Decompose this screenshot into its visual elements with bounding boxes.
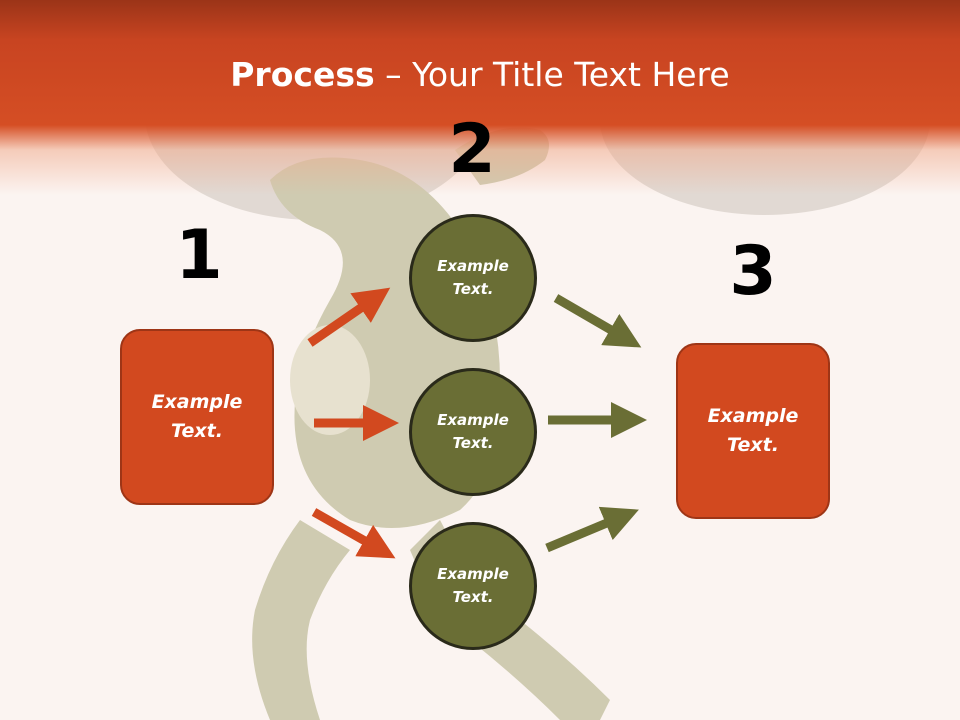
step-number-1: 1 <box>175 216 223 295</box>
step-2-circle-text: Example Text. <box>437 411 509 452</box>
step-3-box[interactable]: Example Text. <box>676 343 830 519</box>
title-rest: – Your Title Text Here <box>374 55 730 94</box>
step-2-circle-text: Example Text. <box>437 257 509 298</box>
step-1-text: Example Text. <box>151 391 243 442</box>
slide-title: Process – Your Title Text Here <box>0 52 960 98</box>
title-bar <box>0 0 960 200</box>
step-3-text: Example Text. <box>707 405 799 456</box>
step-2-circle-bottom[interactable]: Example Text. <box>409 522 537 650</box>
step-number-3: 3 <box>729 232 777 311</box>
step-number-2: 2 <box>448 110 496 189</box>
title-bold: Process <box>230 55 375 94</box>
step-2-circle-middle[interactable]: Example Text. <box>409 368 537 496</box>
step-2-circle-top[interactable]: Example Text. <box>409 214 537 342</box>
step-2-circle-text: Example Text. <box>437 565 509 606</box>
step-1-box[interactable]: Example Text. <box>120 329 274 505</box>
